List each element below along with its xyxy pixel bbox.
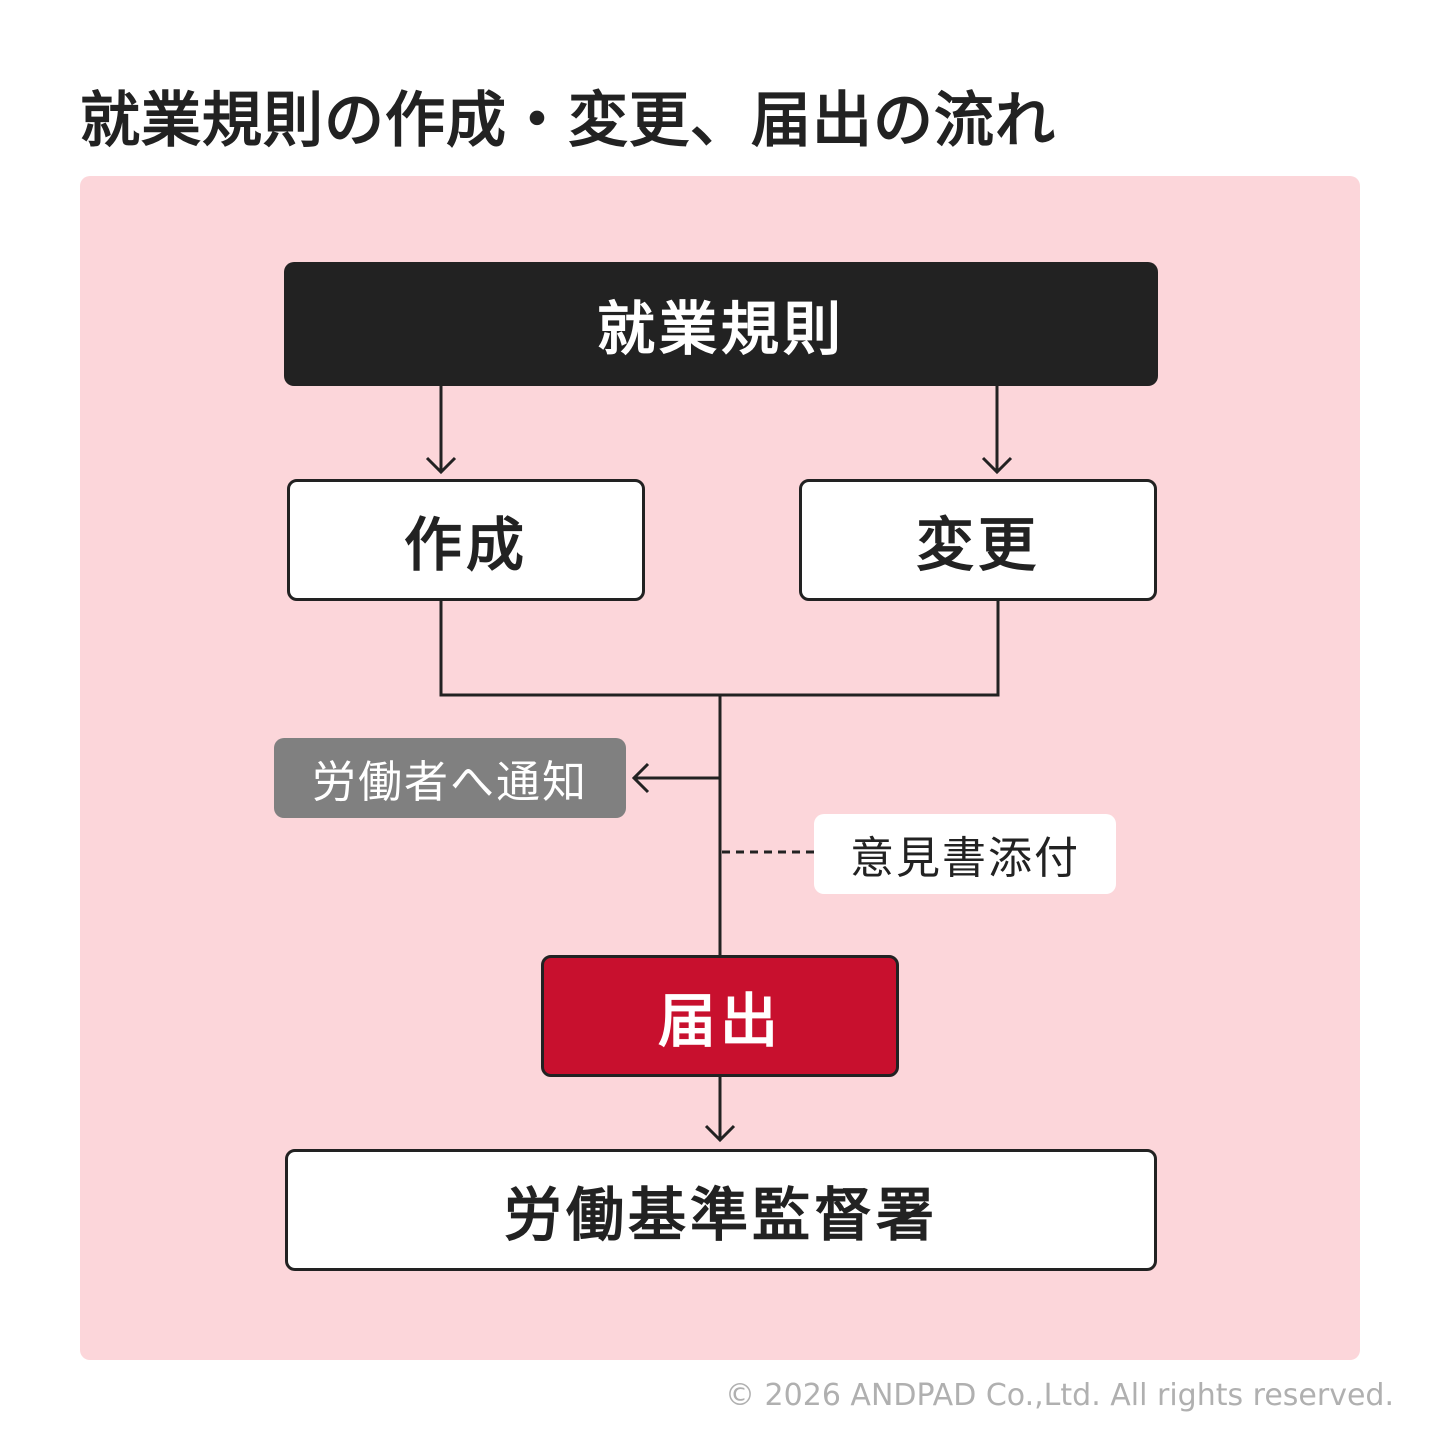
page-title: 就業規則の作成・変更、届出の流れ [80,86,1056,156]
merge-line [439,601,1000,697]
create-node: 作成 [287,479,645,601]
labor-office-node: 労働基準監督署 [285,1149,1157,1271]
notify-workers-node: 労働者へ通知 [274,738,626,818]
arrowhead-notify-icon [631,762,650,794]
arrowhead-change-icon [981,456,1013,475]
arrowhead-create-icon [425,456,457,475]
change-node: 変更 [799,479,1157,601]
opinion-attach-node: 意見書添付 [814,814,1116,894]
submit-node: 届出 [541,955,899,1077]
work-rules-node: 就業規則 [284,262,1158,386]
copyright-footer: © 2026 ANDPAD Co.,Ltd. All rights reserv… [725,1378,1394,1413]
arrowhead-office-icon [704,1124,736,1143]
